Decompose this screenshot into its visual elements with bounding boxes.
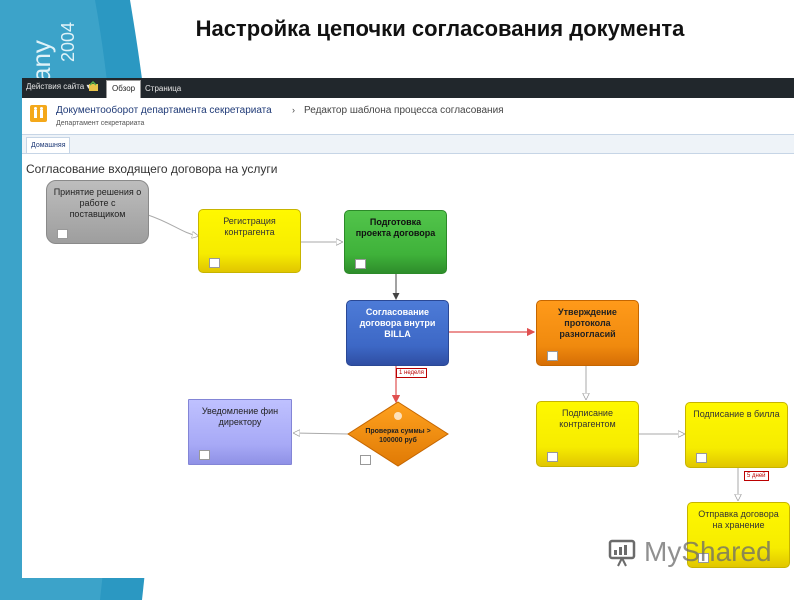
breadcrumb-separator: › (292, 105, 295, 115)
node-prepare-label: Подготовка проекта договора (355, 217, 436, 238)
task-icon (360, 455, 371, 465)
node-protocol[interactable]: Утверждение протокола разногласий (536, 300, 639, 366)
watermark-icon (608, 539, 636, 567)
duration-tag-days: 5 дней (744, 471, 769, 481)
node-check-label: Проверка суммы > 100000 руб (365, 428, 431, 444)
node-check[interactable] (346, 400, 450, 468)
task-icon (547, 452, 558, 462)
node-approve-internal-label: Согласование договора внутри BILLA (359, 307, 436, 339)
ribbon: Домашняя (22, 134, 794, 154)
node-archive-label: Отправка договора на хранение (698, 509, 779, 530)
breadcrumb-department[interactable]: Департамент секретариата (56, 120, 145, 127)
top-nav-bar: Действия сайта ▾ Обзор Страница (22, 78, 794, 98)
task-icon (696, 453, 707, 463)
task-icon (355, 259, 366, 269)
task-icon (547, 351, 558, 361)
task-icon (209, 258, 220, 268)
app-window: Действия сайта ▾ Обзор Страница Документ… (22, 78, 794, 578)
node-prepare[interactable]: Подготовка проекта договора (344, 210, 447, 274)
tab-page[interactable]: Страница (145, 84, 182, 93)
breadcrumb-current-page: Редактор шаблона процесса согласования (304, 105, 504, 116)
slide-title: Настройка цепочки согласования документа (195, 16, 685, 41)
site-actions-menu[interactable]: Действия сайта ▾ (26, 82, 91, 91)
site-logo-icon[interactable] (30, 105, 47, 122)
task-icon (57, 229, 68, 239)
node-sign-billa[interactable]: Подписание в билла (685, 402, 788, 468)
band-text-any: any (26, 40, 56, 82)
task-icon (199, 450, 210, 460)
node-notify[interactable]: Уведомление фин директору (188, 399, 292, 465)
tab-overview[interactable]: Обзор (106, 80, 142, 98)
breadcrumb: Документооборот департамента секретариат… (22, 98, 794, 132)
node-notify-label: Уведомление фин директору (201, 406, 279, 427)
node-sign-counterparty-label: Подписание контрагентом (559, 408, 616, 429)
node-approve-internal[interactable]: Согласование договора внутри BILLA (346, 300, 449, 366)
duration-tag-week: 1 неделя (396, 368, 427, 378)
breadcrumb-site-link[interactable]: Документооборот департамента секретариат… (56, 105, 272, 116)
ribbon-tab-home[interactable]: Домашняя (26, 137, 71, 153)
workflow-title: Согласование входящего договора на услуг… (26, 162, 278, 176)
node-protocol-label: Утверждение протокола разногласий (558, 307, 617, 339)
node-registration-label: Регистрация контрагента (223, 216, 276, 237)
task-icon (698, 553, 709, 563)
workflow-connectors (147, 214, 794, 578)
band-text-year: 2004 (58, 21, 78, 62)
node-sign-counterparty[interactable]: Подписание контрагентом (536, 401, 639, 467)
node-sign-billa-label: Подписание в билла (693, 409, 780, 419)
node-archive[interactable]: Отправка договора на хранение (687, 502, 790, 568)
watermark-text: MyShared (644, 536, 772, 567)
node-registration[interactable]: Регистрация контрагента (198, 209, 301, 273)
node-decision[interactable]: Принятие решения о работе с поставщиком (46, 180, 149, 244)
navigate-up-icon[interactable] (88, 81, 99, 92)
node-decision-label: Принятие решения о работе с поставщиком (53, 187, 142, 219)
